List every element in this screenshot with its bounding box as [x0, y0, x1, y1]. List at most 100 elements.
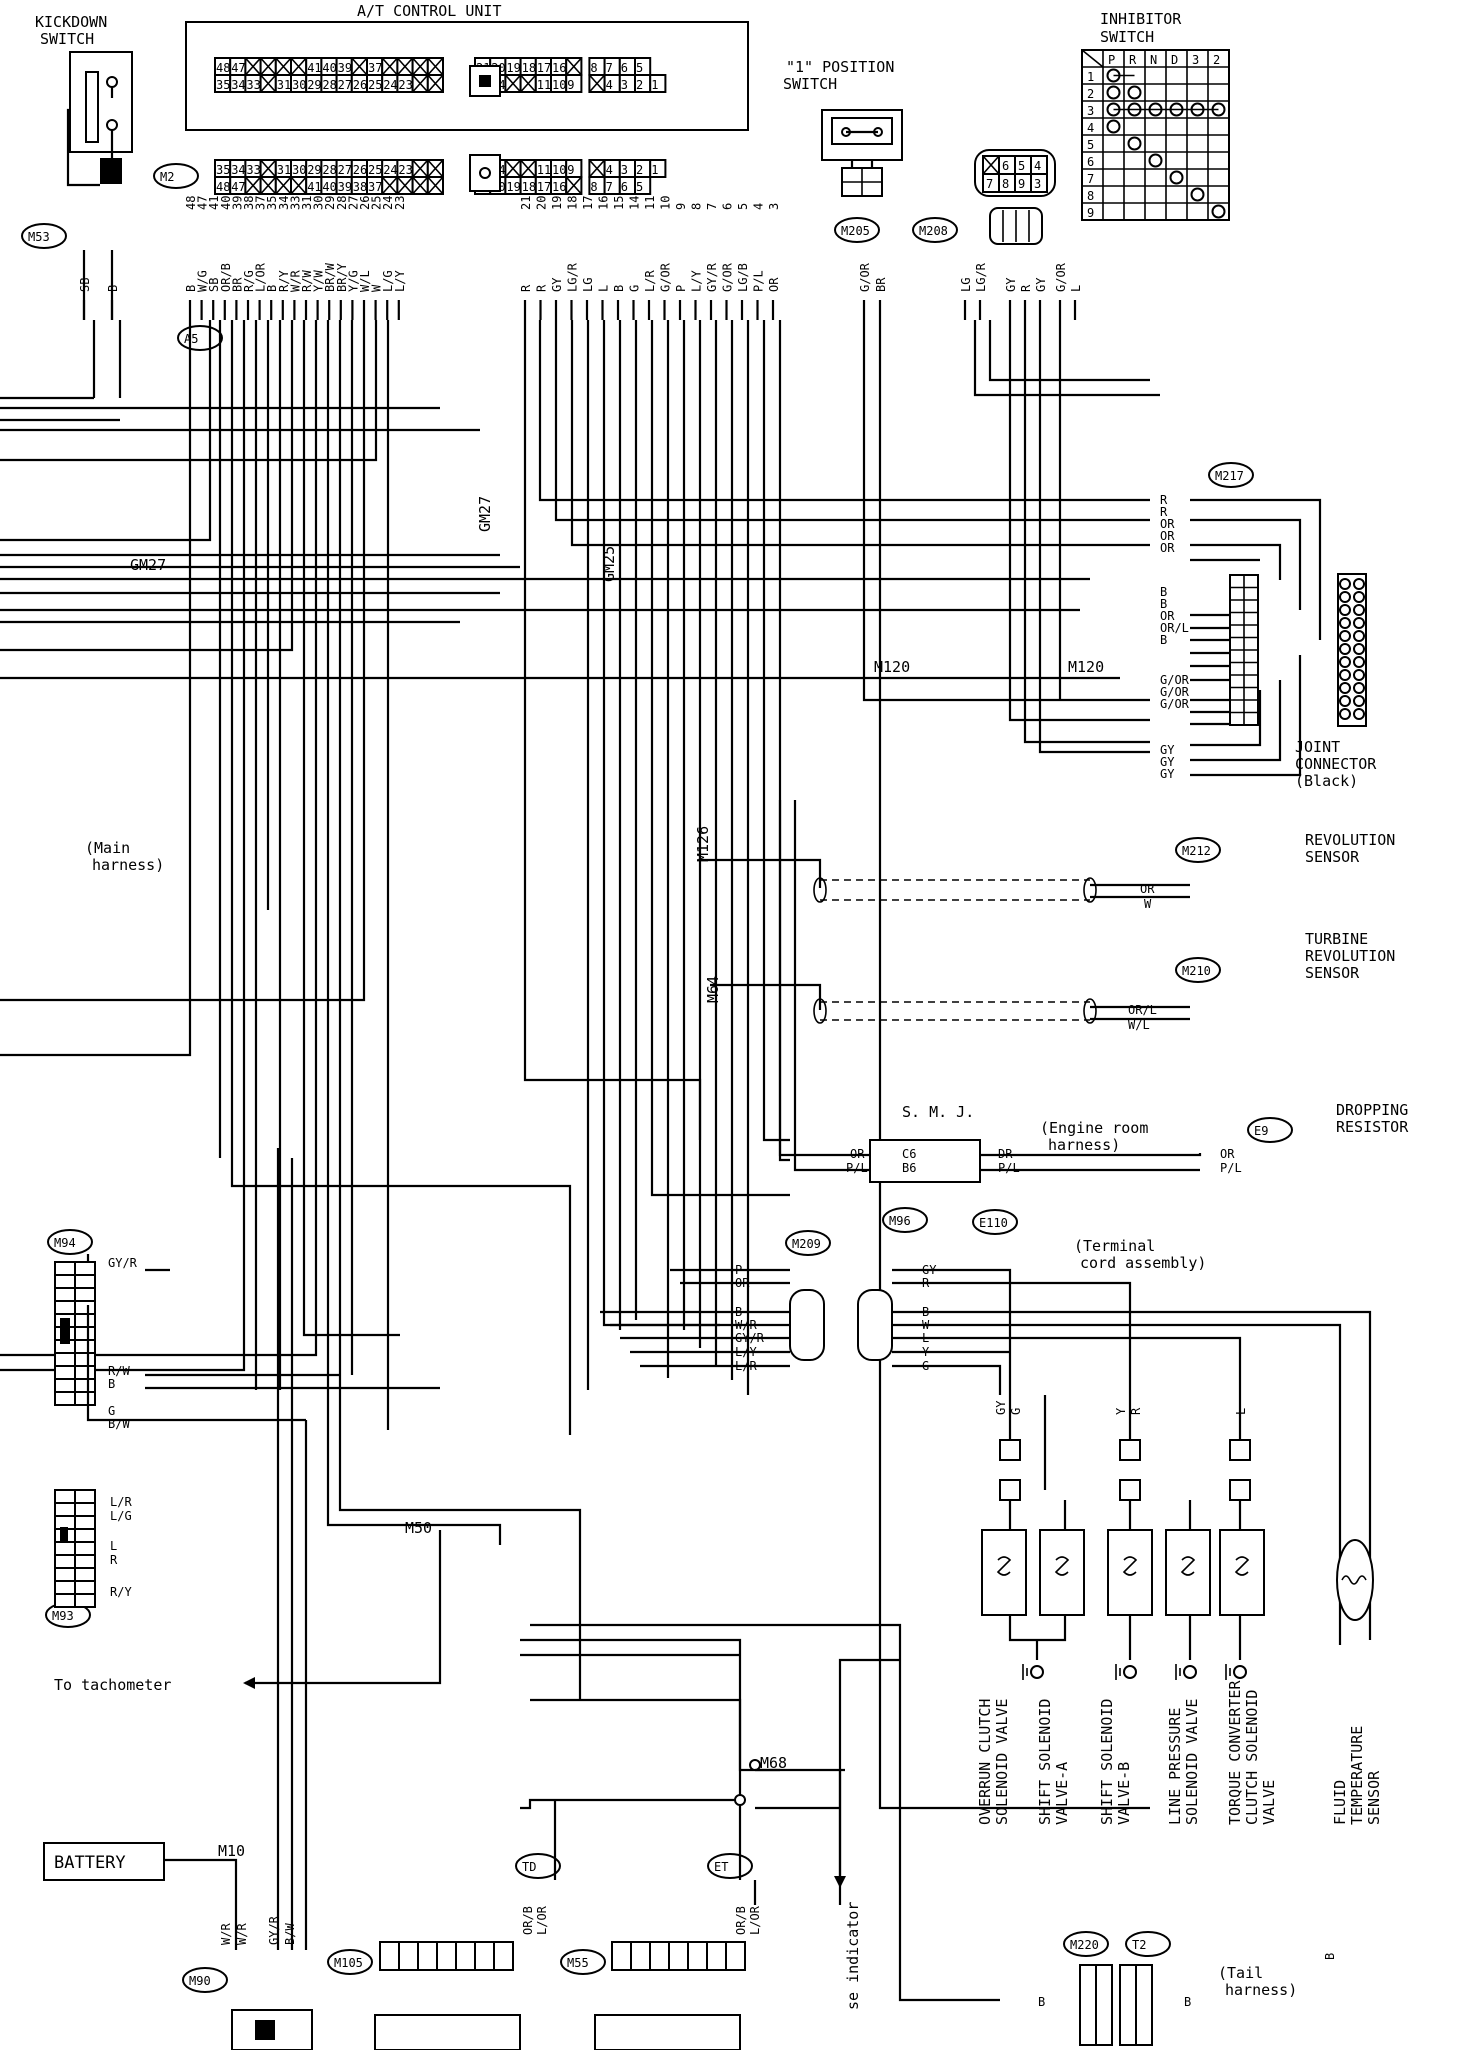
inhibitor-header: N: [1150, 53, 1157, 67]
connector-label-m209: M209: [792, 1237, 821, 1251]
ecu-right-pin-number: 4: [752, 203, 766, 210]
jc-dot: [1339, 578, 1351, 590]
connector-label-e9: E9: [1254, 1124, 1268, 1138]
inhibitor-contact: [1169, 170, 1184, 185]
ecu-left-pin-number: 48: [184, 196, 198, 210]
ecu-left-pin-number: 24: [381, 196, 395, 210]
ecu-pin: 24: [383, 78, 397, 92]
ecu-left-pin-number: 26: [358, 196, 372, 210]
m94-cell: [54, 1287, 76, 1302]
line-pressure-solenoid-body: [1165, 1529, 1211, 1616]
ecu-pin: 35: [216, 78, 230, 92]
jc-dot: [1353, 604, 1365, 616]
connector-badge-m205: [834, 217, 880, 243]
m55-cell: [630, 1941, 651, 1971]
m2-pin: 4: [606, 163, 613, 177]
ecu-left-pin-number: 40: [219, 196, 233, 210]
ecu-pin: 26: [353, 78, 367, 92]
shift-b-wire: R: [1129, 1407, 1143, 1415]
jc-dot: [1353, 617, 1365, 629]
m94-cell: [74, 1300, 96, 1315]
connector-badge-m105: [327, 1949, 373, 1975]
ecu-pin: 27: [338, 78, 352, 92]
main-harness-label: (Main: [85, 839, 130, 857]
m2-pin: 11: [537, 163, 551, 177]
m208-wire-color: GY: [1034, 277, 1048, 292]
m2-pin: 28: [322, 163, 336, 177]
ecu-right-pin-number: 5: [736, 203, 750, 210]
ecu-left-wire-color: SB: [207, 278, 221, 292]
jc-dot: [1353, 656, 1365, 668]
connector-badge-m212: [1175, 837, 1221, 863]
m2-connector-grid: 3534333130292827262524231514111094321484…: [214, 159, 667, 195]
m217-wire-color: OR: [1160, 517, 1175, 531]
connector-label-m96: M96: [889, 1214, 911, 1228]
ecu-left-pin-number: 35: [265, 196, 279, 210]
connector-badge-td: [515, 1853, 561, 1879]
et-wire-color: OR/B: [734, 1906, 748, 1935]
m93-cell: [74, 1489, 96, 1504]
m217-wire-color: G/OR: [1160, 685, 1190, 699]
t2-cell: [1135, 1964, 1153, 2046]
m93-wire-color: R/Y: [110, 1585, 132, 1599]
jc-dot: [1339, 591, 1351, 603]
m2-pin: 31: [277, 163, 291, 177]
m55-cell: [725, 1941, 746, 1971]
battery-wire-color: GY/R: [267, 1915, 281, 1945]
inhibitor-row-label: 8: [1087, 189, 1094, 203]
turbine-sensor-label: TURBINE: [1305, 930, 1368, 948]
m2-blank-pin: [412, 159, 429, 178]
jc-dot: [1339, 656, 1351, 668]
connector-badge-m208: [912, 217, 958, 243]
m2-pin: 9: [567, 163, 574, 177]
ecu-right-pin-number: 6: [721, 203, 735, 210]
revolution-sensor-label: SENSOR: [1305, 848, 1360, 866]
m217-wire-color: B: [1160, 585, 1167, 599]
m93-cell: [54, 1502, 76, 1517]
ecu-pin: 40: [322, 61, 336, 75]
connector-badge-e110: [972, 1209, 1018, 1235]
kickdown-title-2: SWITCH: [40, 30, 94, 48]
ecu-right-pin-number: 14: [628, 196, 642, 210]
m2-pin: 27: [338, 163, 352, 177]
terminal-cord-label: (Terminal: [1074, 1237, 1155, 1255]
connector-badge-e9: [1247, 1117, 1293, 1143]
m205-wire-color: G/OR: [858, 262, 872, 292]
m209-right-wire: L: [922, 1331, 929, 1345]
solenoid-label: SHIFT SOLENOID: [1098, 1699, 1116, 1825]
jc-dot: [1353, 578, 1365, 590]
shift-a-wire: GY: [994, 1400, 1008, 1415]
solenoid-label: TEMPERATURE: [1348, 1726, 1366, 1825]
ecu-right-wire-color: LG: [581, 278, 595, 292]
ecu-right-pin-number: 21: [519, 196, 533, 210]
ecu-right-wire-color: L/Y: [690, 270, 704, 292]
m2-blank-pin: [520, 159, 537, 178]
m93-cell: [54, 1580, 76, 1595]
battery-box: [43, 1842, 165, 1881]
revolution-sensor-label: REVOLUTION: [1305, 831, 1395, 849]
m94-cell: [74, 1313, 96, 1328]
connector-label-t2: T2: [1132, 1938, 1146, 1952]
jc-dot: [1353, 630, 1365, 642]
ecu-pin: 48: [216, 61, 230, 75]
inhibitor-header: P: [1108, 53, 1115, 67]
m2-blank-pin: [427, 159, 444, 178]
ecu-right-pin-number: 3: [767, 203, 781, 210]
m2-blank-pin: [275, 176, 292, 195]
main-harness-label: harness): [92, 856, 164, 874]
ecu-left-pin-number: 41: [207, 196, 221, 210]
m208-wire-color: LG: [959, 278, 973, 292]
at-control-unit: A/T CONTROL UNIT 48474140393721201918171…: [185, 2, 749, 131]
m2-pin: 19: [506, 180, 520, 194]
line-pressure-coil-icon: [1180, 1556, 1196, 1576]
ecu-pin: 28: [322, 78, 336, 92]
smj-label: S. M. J.: [902, 1103, 974, 1121]
ecu-pin: 8: [590, 61, 597, 75]
ecu-right-pin-number: 9: [674, 203, 688, 210]
battery: BATTERY: [43, 1842, 165, 1881]
ecu-left-pin-number: 33: [288, 196, 302, 210]
ecu-pin: 4: [606, 78, 613, 92]
m2-cell: [649, 159, 667, 178]
